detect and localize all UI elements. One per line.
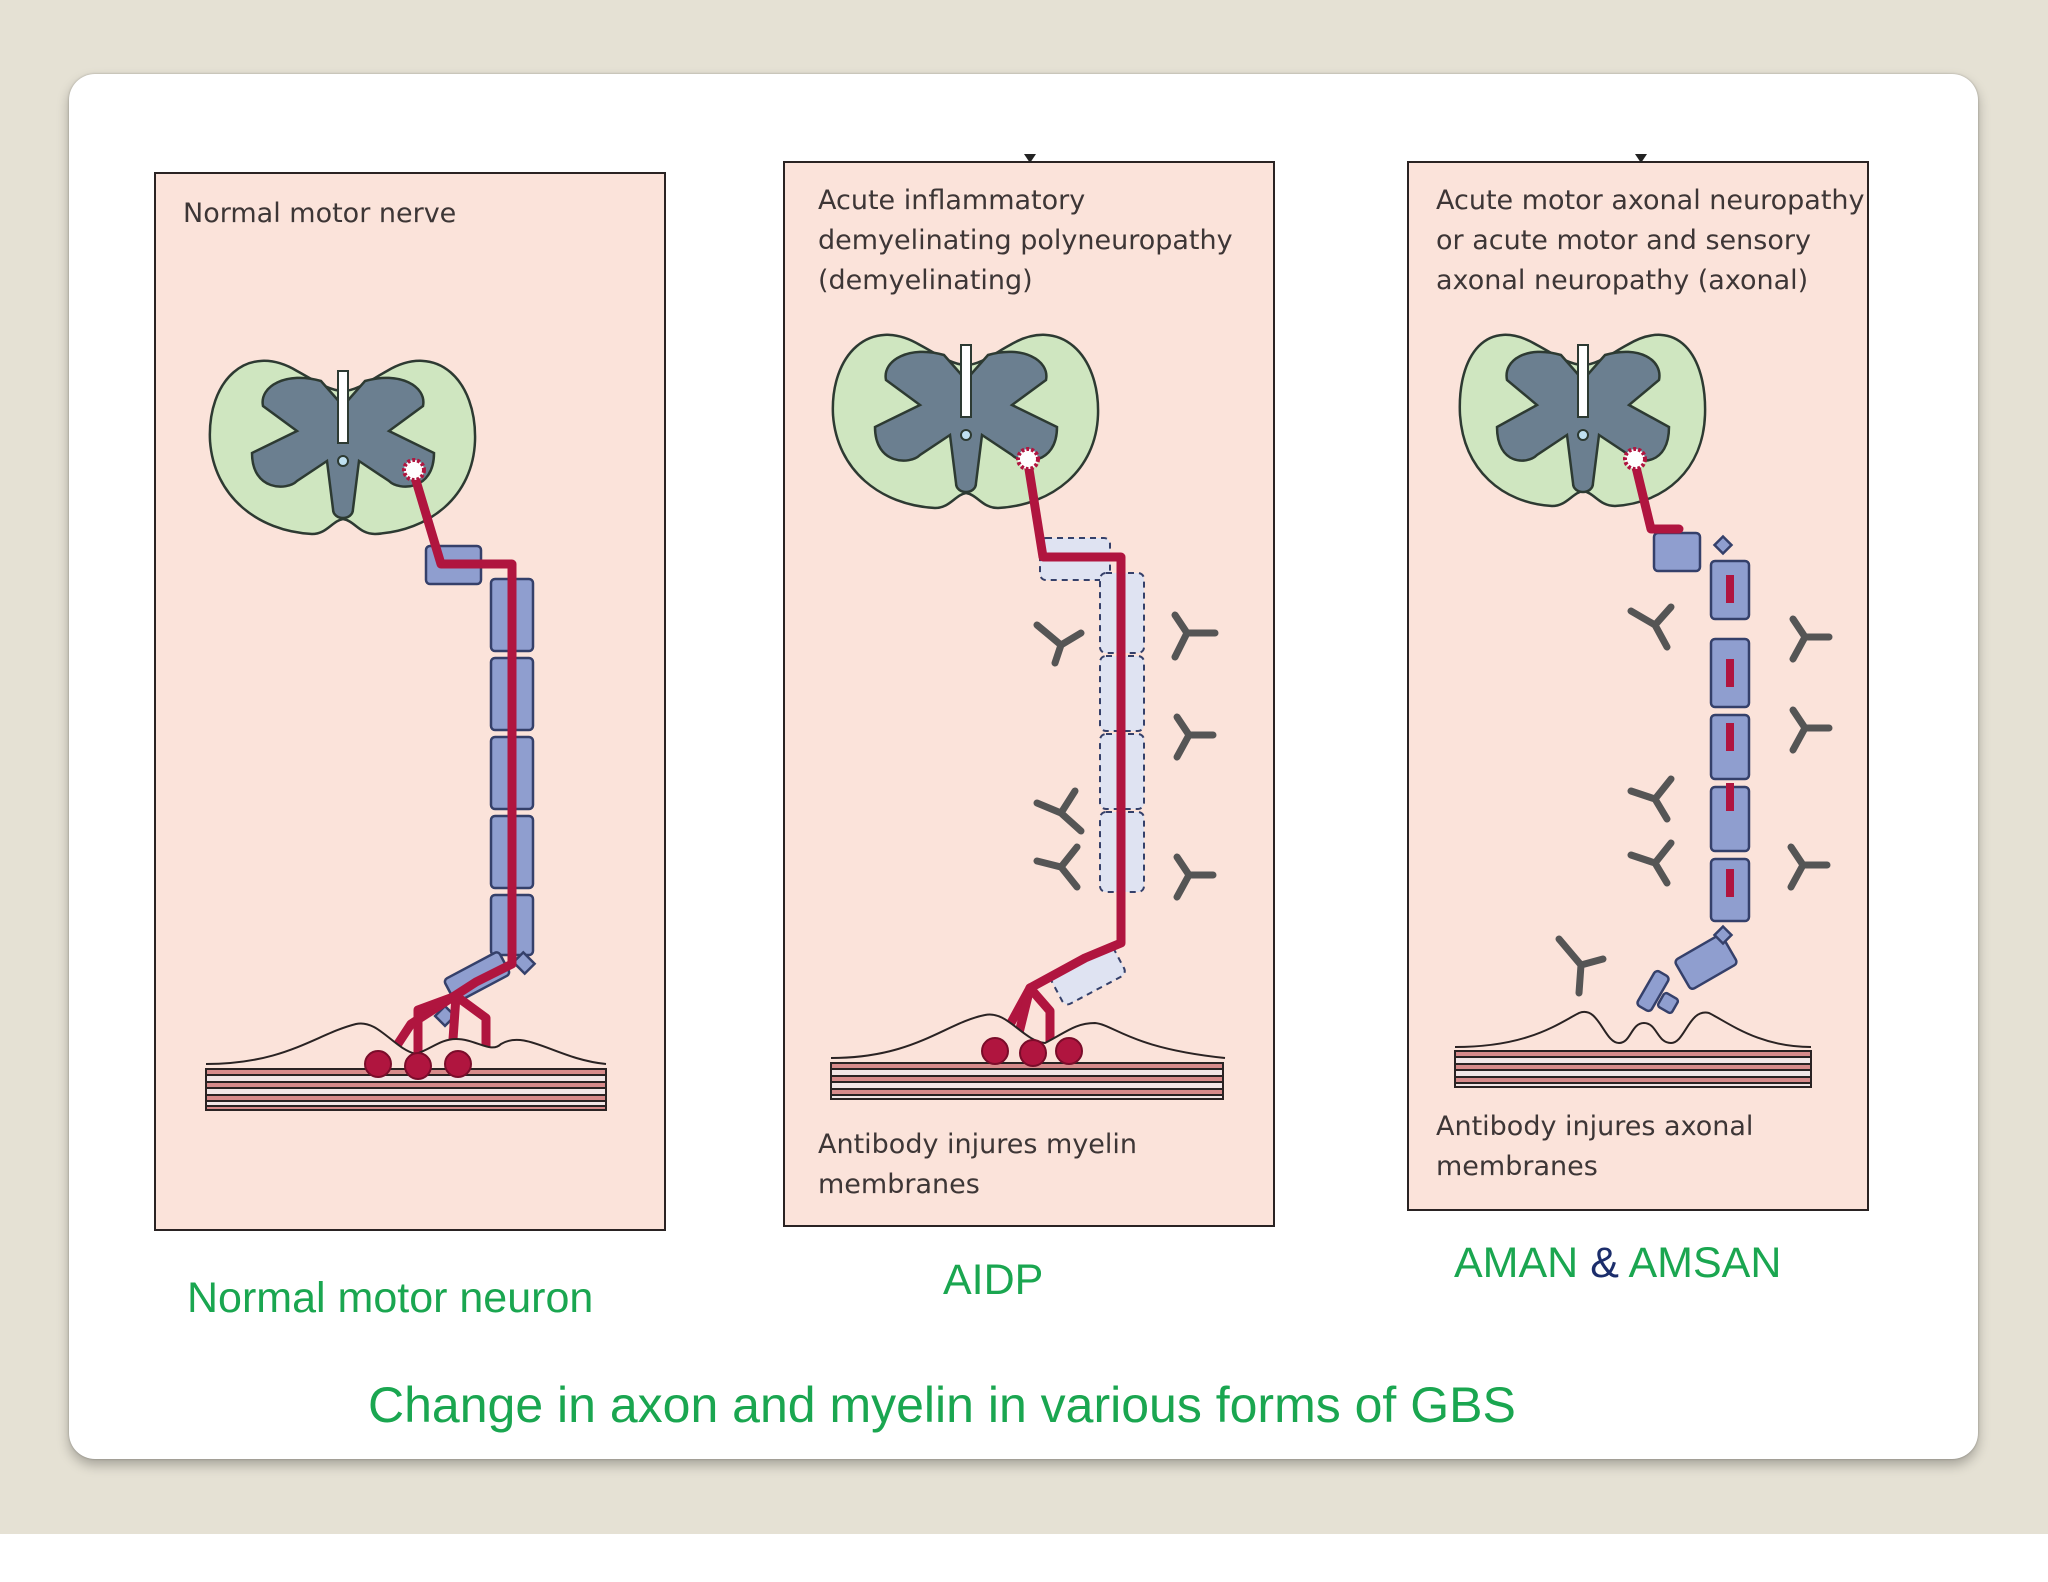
panel-footnote: Antibody injures axonal membranes xyxy=(1436,1111,1754,1182)
slide-title: Change in axon and myelin in various for… xyxy=(368,1377,1516,1433)
panel-normal: Normal motor nerve xyxy=(154,172,666,1231)
panel-footnote: Antibody injures myelin membranes xyxy=(818,1129,1138,1200)
damaged-myelin xyxy=(1039,537,1145,1006)
label-amsan: AMSAN xyxy=(1628,1239,1782,1287)
label-normal-motor-neuron: Normal motor neuron xyxy=(187,1274,594,1322)
panel-caption: Acute motor axonal neuropathy or acute m… xyxy=(1436,185,1865,296)
panel-aidp: Acute inflammatory demyelinating polyneu… xyxy=(783,161,1275,1227)
aman-illustration xyxy=(1454,333,1833,1088)
label-aman: AMAN xyxy=(1454,1239,1579,1287)
aidp-illustration xyxy=(830,333,1226,1100)
muscle xyxy=(1454,1010,1812,1088)
panel-marker xyxy=(1635,154,1647,163)
spinal-cord xyxy=(208,359,477,536)
nerve-terminals xyxy=(364,1050,472,1080)
antibodies xyxy=(1555,603,1833,997)
panel-aman: Acute motor axonal neuropathy or acute m… xyxy=(1407,161,1869,1211)
slide: Normal motor nerve xyxy=(69,74,1978,1459)
label-aman-amsan: AMAN & AMSAN xyxy=(1454,1239,1781,1288)
bottom-strip xyxy=(0,1534,2048,1582)
label-ampersand: & xyxy=(1590,1239,1619,1287)
myelin-segments xyxy=(424,544,537,1028)
normal-nerve-illustration xyxy=(205,359,607,1111)
muscle xyxy=(205,1022,607,1111)
antibodies xyxy=(1033,611,1219,901)
spinal-cord xyxy=(1458,333,1707,508)
panel-caption: Acute inflammatory demyelinating polyneu… xyxy=(818,185,1233,296)
panel-marker xyxy=(1024,154,1036,163)
spinal-cord xyxy=(831,333,1100,510)
myelin-segments xyxy=(1636,531,1751,1015)
muscle xyxy=(830,1013,1226,1100)
axon xyxy=(1630,458,1684,534)
axon-fragments xyxy=(1726,575,1734,897)
panel-caption: Normal motor nerve xyxy=(183,198,457,229)
nerve-terminals xyxy=(981,1037,1083,1067)
label-aidp: AIDP xyxy=(943,1256,1044,1304)
